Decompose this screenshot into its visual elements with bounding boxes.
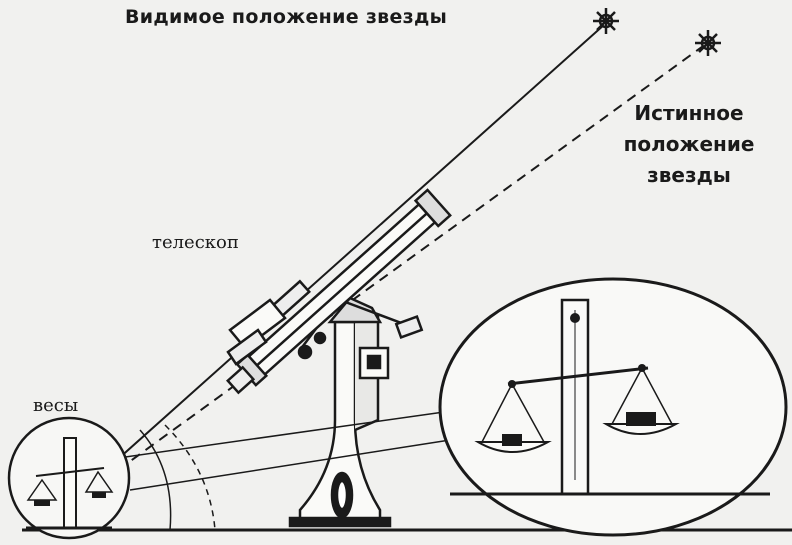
zoom-line-bottom — [129, 439, 451, 491]
angle-arc-solid — [139, 429, 172, 531]
apparent-position-label: Видимое положение звезды — [125, 6, 448, 28]
true-position-line-2: положение — [623, 132, 755, 156]
true-ray — [117, 43, 707, 471]
telescope-drawing — [225, 188, 452, 528]
true-position-line-1: Истинное — [634, 101, 744, 125]
scales-label: весы — [33, 395, 79, 416]
balance-scales-magnified — [438, 277, 788, 537]
star-true-icon — [695, 30, 721, 56]
true-position-label: Истинное положение звезды — [596, 98, 782, 191]
star-apparent-icon — [593, 8, 619, 34]
zoom-line-top — [117, 411, 445, 459]
angle-arc-dashed — [164, 424, 216, 531]
balance-scales-drawing — [7, 416, 131, 540]
true-position-line-3: звезды — [647, 163, 731, 187]
telescope-label: телескоп — [152, 232, 239, 253]
apparent-ray — [107, 23, 606, 469]
